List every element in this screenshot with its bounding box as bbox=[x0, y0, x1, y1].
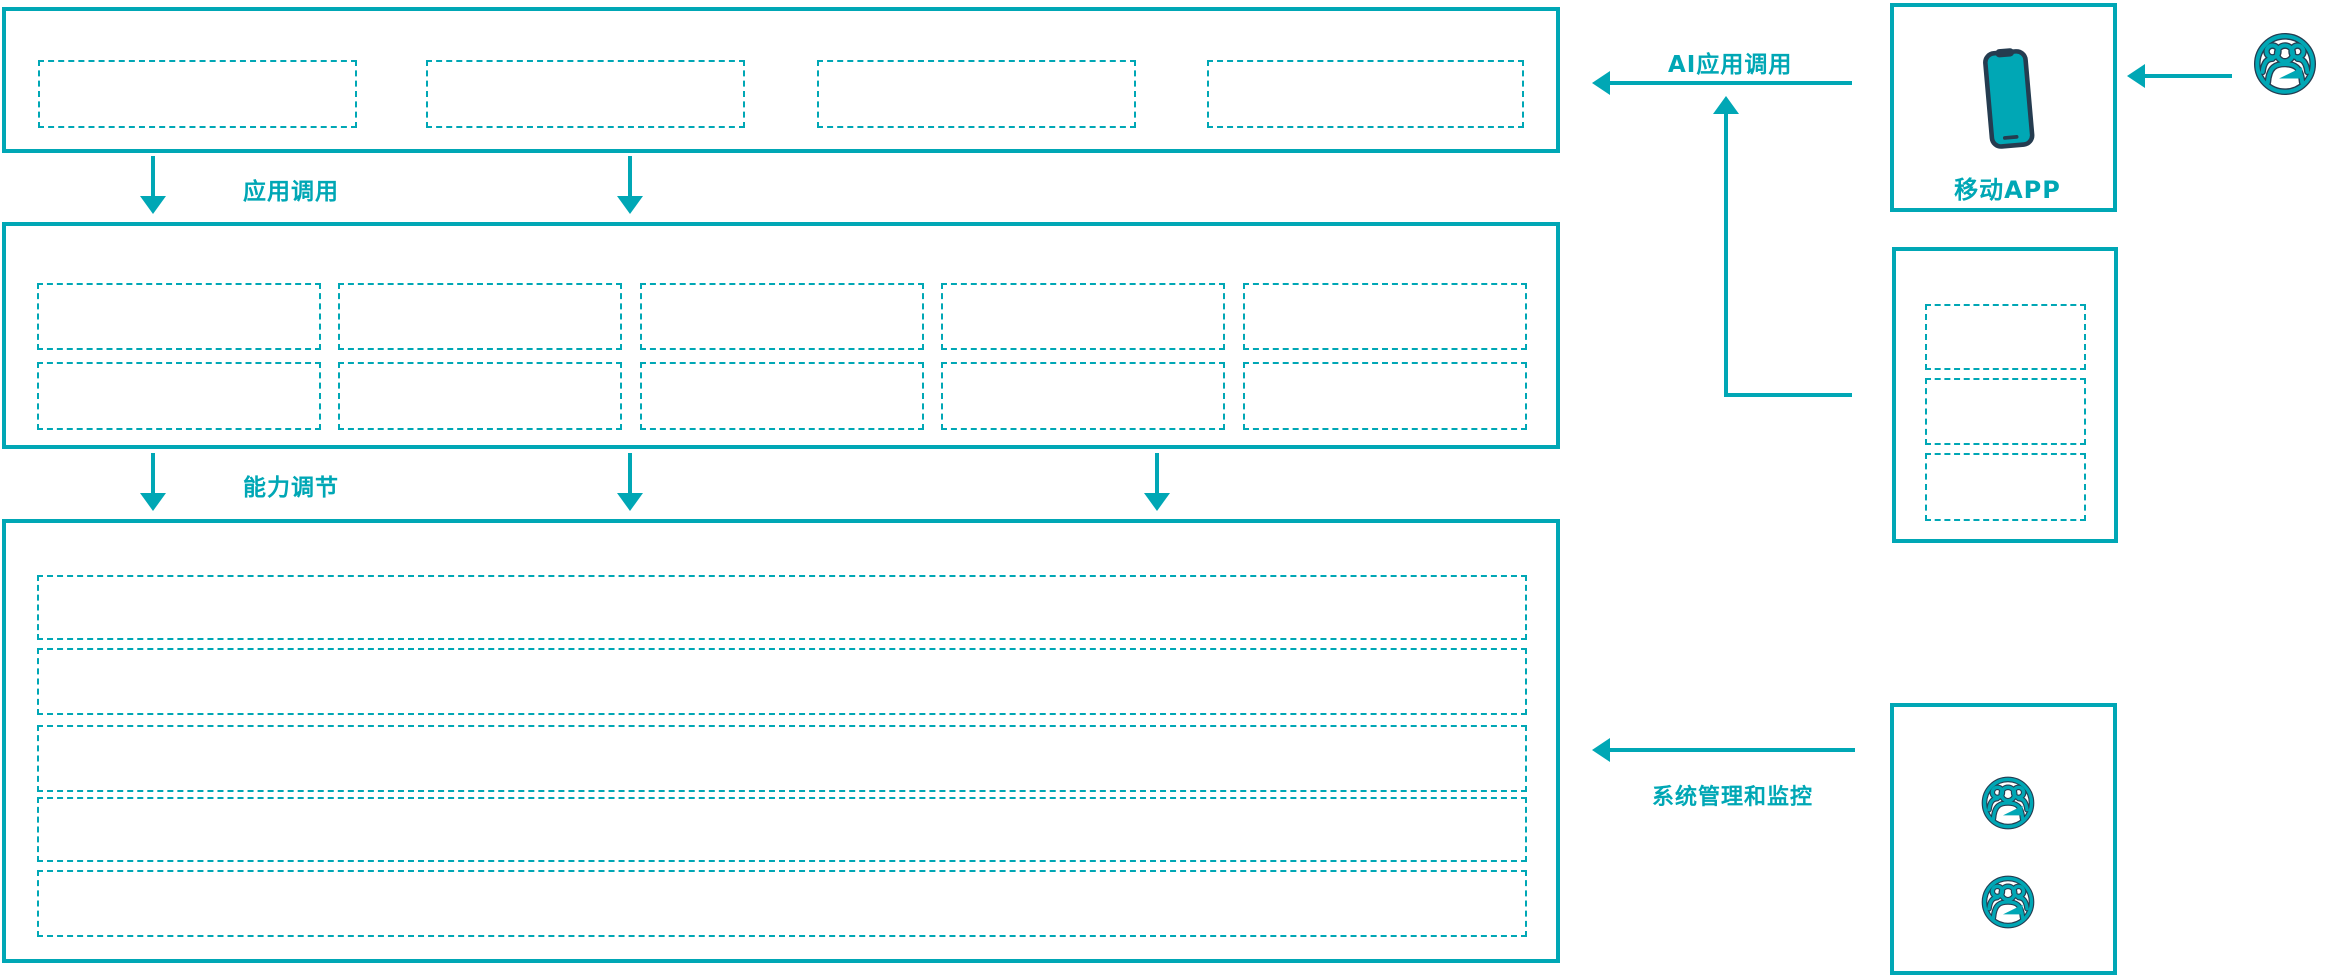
placeholder-box bbox=[941, 283, 1225, 350]
arrow-down-icon bbox=[151, 156, 155, 198]
placeholder-box bbox=[1925, 304, 2086, 370]
connector-horizontal-line bbox=[1724, 393, 1852, 397]
placeholder-box bbox=[37, 362, 321, 430]
placeholder-box bbox=[1207, 60, 1524, 128]
app-call-label: 应用调用 bbox=[243, 179, 339, 205]
bottom-layer-box bbox=[2, 519, 1560, 963]
placeholder-box bbox=[941, 362, 1225, 430]
placeholder-box bbox=[1243, 362, 1527, 430]
users-group-icon bbox=[1981, 776, 2035, 830]
arrow-down-head-icon bbox=[617, 196, 643, 214]
arrow-down-icon bbox=[1155, 453, 1159, 495]
connector-vertical-line bbox=[1724, 113, 1728, 397]
smartphone-icon bbox=[1983, 48, 2035, 149]
system-mgmt-arrow-icon bbox=[1608, 748, 1855, 752]
capability-adjust-label: 能力调节 bbox=[243, 475, 339, 501]
user-arrow-icon bbox=[2143, 74, 2232, 78]
arrow-down-icon bbox=[151, 453, 155, 495]
placeholder-row bbox=[37, 575, 1527, 640]
arrow-down-icon bbox=[628, 156, 632, 198]
users-group-icon bbox=[2253, 32, 2317, 96]
mobile-app-label: 移动APP bbox=[1954, 176, 2061, 204]
placeholder-box bbox=[338, 283, 622, 350]
placeholder-box bbox=[426, 60, 745, 128]
admin-users-box bbox=[1890, 703, 2117, 975]
arrow-down-head-icon bbox=[1144, 493, 1170, 511]
arrow-down-head-icon bbox=[140, 493, 166, 511]
ai-app-call-label: AI应用调用 bbox=[1668, 52, 1793, 78]
placeholder-box bbox=[338, 362, 622, 430]
ai-call-arrow-icon bbox=[1608, 81, 1852, 85]
placeholder-row bbox=[37, 725, 1527, 792]
placeholder-box bbox=[38, 60, 357, 128]
system-mgmt-label: 系统管理和监控 bbox=[1652, 785, 1814, 810]
arrow-left-head-icon bbox=[2127, 64, 2145, 88]
arrow-left-head-icon bbox=[1592, 71, 1610, 95]
arrow-down-head-icon bbox=[617, 493, 643, 511]
right-services-box bbox=[1892, 247, 2118, 543]
placeholder-box bbox=[1925, 378, 2086, 445]
placeholder-box bbox=[640, 283, 924, 350]
placeholder-box bbox=[1243, 283, 1527, 350]
users-group-icon bbox=[1981, 875, 2035, 929]
middle-layer-box bbox=[2, 222, 1560, 449]
top-layer-box bbox=[2, 7, 1560, 153]
placeholder-box bbox=[640, 362, 924, 430]
arrow-up-head-icon bbox=[1713, 96, 1739, 114]
placeholder-row bbox=[37, 870, 1527, 937]
placeholder-row bbox=[37, 797, 1527, 862]
arrow-down-icon bbox=[628, 453, 632, 495]
placeholder-box bbox=[817, 60, 1136, 128]
arrow-left-head-icon bbox=[1592, 738, 1610, 762]
mobile-app-box: 移动APP bbox=[1890, 3, 2117, 212]
placeholder-box bbox=[37, 283, 321, 350]
arrow-down-head-icon bbox=[140, 196, 166, 214]
placeholder-row bbox=[37, 648, 1527, 715]
placeholder-box bbox=[1925, 453, 2086, 521]
